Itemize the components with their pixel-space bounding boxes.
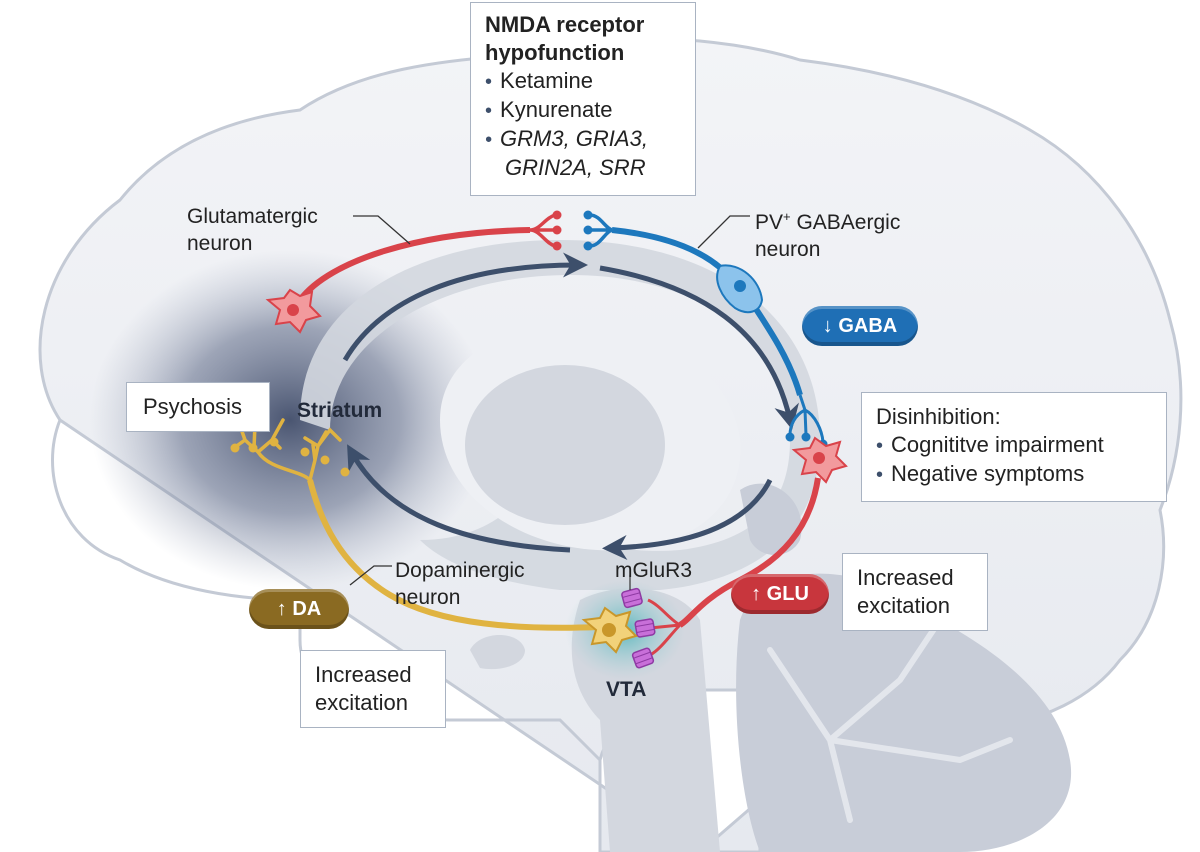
arrow-vta-to-striatum	[347, 444, 571, 553]
gabaergic-nucleus	[734, 280, 746, 292]
cerebellum	[736, 573, 1072, 852]
da-terminal	[230, 443, 240, 453]
gaba-terminal	[583, 210, 593, 220]
increased-excitation-box-right: Increased excitation	[842, 553, 988, 631]
increased-excitation-box-left: Increased excitation	[300, 650, 446, 728]
mglur3-label: mGluR3	[615, 559, 693, 582]
glutamatergic-leader-line	[353, 215, 411, 245]
glutamatergic-label: Glutamatergic neuron	[187, 205, 318, 255]
nmda-item-genes: GRM3, GRIA3,	[485, 125, 681, 154]
cerebellum-branches	[767, 617, 1013, 823]
mglur3-receptor	[634, 618, 656, 638]
disinhibition-item: Negative symptoms	[876, 460, 1152, 489]
dopaminergic-leader-line	[349, 565, 392, 586]
nmda-hypofunction-box: NMDA receptor hypofunction Ketamine Kynu…	[470, 2, 696, 196]
nmda-item-kynurenate: Kynurenate	[485, 96, 681, 125]
glutamatergic-axon	[297, 227, 531, 302]
nmda-item-genes-cont: GRIN2A, SRR	[505, 155, 646, 180]
glu-terminal	[552, 210, 562, 220]
da-terminal	[320, 455, 330, 465]
arrow-striatum-to-cortex	[342, 252, 588, 362]
pv-gabaergic-label: PV+ GABAergic neuron	[755, 209, 901, 261]
da-terminal	[248, 443, 258, 453]
da-terminal	[269, 437, 279, 447]
da-terminal	[300, 447, 310, 457]
arrow-cortex-to-thalamus	[599, 265, 799, 430]
midbrain-shape	[470, 635, 525, 670]
nmda-heading-line2: hypofunction	[485, 40, 625, 65]
dopaminergic-nucleus	[602, 623, 616, 637]
disinhibition-box: Disinhibition: Cognititve impairment Neg…	[861, 392, 1167, 502]
gaba-terminal	[801, 432, 811, 442]
pyramidal-terminals	[647, 598, 682, 657]
nmda-item-ketamine: Ketamine	[485, 67, 681, 96]
da-increase-badge: ↑ DA	[249, 589, 349, 629]
pv-leader-line	[697, 215, 750, 249]
disinhibition-heading: Disinhibition:	[876, 404, 1001, 429]
glutamatergic-nucleus	[287, 304, 299, 316]
nmda-heading-line1: NMDA receptor	[485, 12, 645, 37]
pyramidal-nucleus	[813, 452, 825, 464]
gabaergic-terminals	[788, 394, 825, 443]
striatum-label: Striatum	[297, 399, 383, 422]
gaba-terminal	[583, 225, 593, 235]
glu-terminal	[552, 225, 562, 235]
arrow-thalamus-to-vta	[602, 478, 773, 560]
dopaminergic-label: Dopaminergic neuron	[395, 559, 525, 609]
mglur3-receptor	[621, 587, 643, 609]
gaba-terminal	[583, 241, 593, 251]
psychosis-box: Psychosis	[126, 382, 270, 432]
glu-terminal	[552, 241, 562, 251]
glu-increase-badge: ↑ GLU	[731, 574, 829, 614]
da-terminal	[340, 467, 350, 477]
striatum-glow	[90, 250, 490, 590]
vta-label: VTA	[606, 678, 647, 701]
dopaminergic-axon	[307, 479, 601, 631]
gaba-terminal	[785, 432, 795, 442]
gaba-decrease-badge: ↓ GABA	[802, 306, 918, 346]
thalamus-inner	[465, 365, 665, 525]
disinhibition-item: Cognititve impairment	[876, 431, 1152, 460]
mglur3-receptor	[631, 647, 655, 669]
